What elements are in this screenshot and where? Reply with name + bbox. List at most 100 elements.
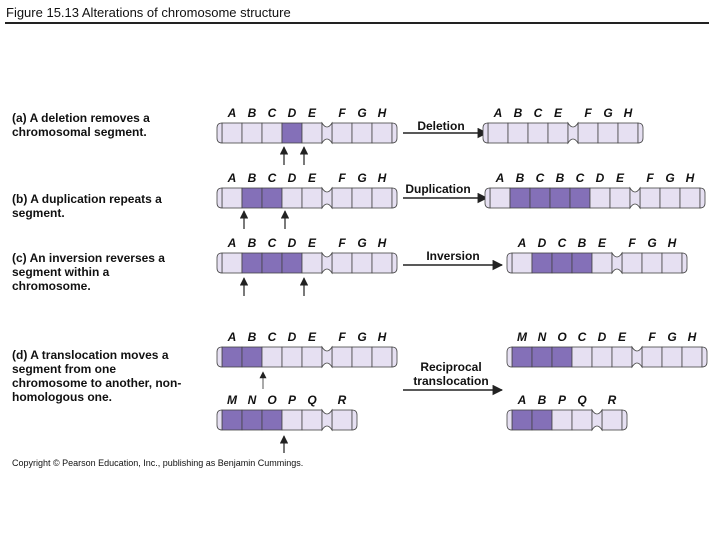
gene-segment-R: [601, 409, 623, 431]
gene-label-D: D: [538, 236, 547, 250]
gene-segment-H: [681, 346, 703, 368]
gene-label-F: F: [628, 236, 636, 250]
gene-segment-M: [511, 346, 533, 368]
gene-label-N: N: [248, 393, 257, 407]
gene-segment-E: [609, 187, 631, 209]
centromere: [321, 251, 333, 275]
centromere: [321, 121, 333, 145]
chromosome-end-cap: [637, 122, 644, 144]
gene-segment-F: [639, 187, 661, 209]
gene-segment-H: [617, 122, 639, 144]
gene-segment-G: [659, 187, 681, 209]
gene-label-C: C: [268, 330, 277, 344]
centromere: [629, 186, 641, 210]
gene-segment-C: [261, 122, 283, 144]
centromere: [321, 408, 333, 432]
gene-label-B: B: [578, 236, 587, 250]
gene-segment-D: [281, 122, 303, 144]
gene-segment-M: [221, 409, 243, 431]
gene-label-O: O: [557, 330, 567, 344]
gene-label-E: E: [618, 330, 627, 344]
chromosome-end-cap: [391, 346, 398, 368]
gene-segment-G: [661, 346, 683, 368]
gene-label-G: G: [357, 330, 366, 344]
chromosome-end-cap: [701, 346, 708, 368]
gene-segment-A: [221, 252, 243, 274]
gene-label-A: A: [517, 393, 527, 407]
gene-segment-P: [551, 409, 573, 431]
centromere: [591, 408, 603, 432]
gene-segment-E: [547, 122, 569, 144]
chromosome-end-cap: [391, 187, 398, 209]
gene-segment-H: [371, 122, 393, 144]
chromosome-end-cap: [216, 122, 223, 144]
gene-label-B: B: [514, 106, 523, 120]
gene-label-B: B: [516, 171, 525, 185]
gene-label-C: C: [558, 236, 567, 250]
chromosome-end-cap: [699, 187, 706, 209]
gene-segment-N: [241, 409, 263, 431]
chromosome-end-cap: [506, 252, 513, 274]
gene-label-R: R: [608, 393, 617, 407]
gene-label-H: H: [686, 171, 695, 185]
gene-label-H: H: [378, 171, 387, 185]
gene-label-E: E: [308, 236, 317, 250]
gene-label-F: F: [646, 171, 654, 185]
gene-label-A: A: [517, 236, 527, 250]
duplication-label: Duplication: [405, 182, 470, 196]
gene-label-D: D: [596, 171, 605, 185]
gene-label-D: D: [288, 236, 297, 250]
centromere: [631, 345, 643, 369]
gene-label-G: G: [667, 330, 676, 344]
chromosome-end-cap: [621, 409, 628, 431]
gene-label-C: C: [534, 106, 543, 120]
gene-label-P: P: [288, 393, 297, 407]
gene-label-F: F: [338, 236, 346, 250]
gene-label-C: C: [268, 236, 277, 250]
gene-label-H: H: [378, 236, 387, 250]
gene-segment-H: [679, 187, 701, 209]
desc-d-keyword: A translocation: [30, 348, 118, 362]
desc-d: (d) A translocation moves a segment from…: [12, 348, 187, 404]
gene-segment-A: [511, 409, 533, 431]
gene-label-D: D: [288, 171, 297, 185]
desc-c-keyword: An inversion: [29, 251, 103, 265]
gene-label-B: B: [538, 393, 547, 407]
gene-label-G: G: [647, 236, 656, 250]
gene-segment-C: [551, 252, 573, 274]
gene-label-B: B: [556, 171, 565, 185]
gene-label-B: B: [248, 171, 257, 185]
gene-label-A: A: [493, 106, 503, 120]
gene-label-F: F: [338, 106, 346, 120]
gene-label-A: A: [495, 171, 505, 185]
chromosome-end-cap: [391, 252, 398, 274]
gene-label-Q: Q: [577, 393, 587, 407]
gene-segment-B: [241, 252, 263, 274]
desc-c: (c) An inversion reverses a segment with…: [12, 251, 190, 293]
gene-segment-H: [371, 346, 393, 368]
gene-segment-B: [241, 122, 263, 144]
gene-segment-D: [281, 346, 303, 368]
gene-segment-E: [301, 187, 323, 209]
centromere: [321, 345, 333, 369]
gene-segment-B: [531, 409, 553, 431]
gene-label-C: C: [268, 106, 277, 120]
gene-label-D: D: [288, 106, 297, 120]
gene-segment-Q: [571, 409, 593, 431]
gene-segment-D: [281, 187, 303, 209]
gene-segment-H: [371, 252, 393, 274]
gene-segment-D: [591, 346, 613, 368]
chromosome-end-cap: [391, 122, 398, 144]
gene-segment-B: [241, 187, 263, 209]
gene-segment-P: [281, 409, 303, 431]
